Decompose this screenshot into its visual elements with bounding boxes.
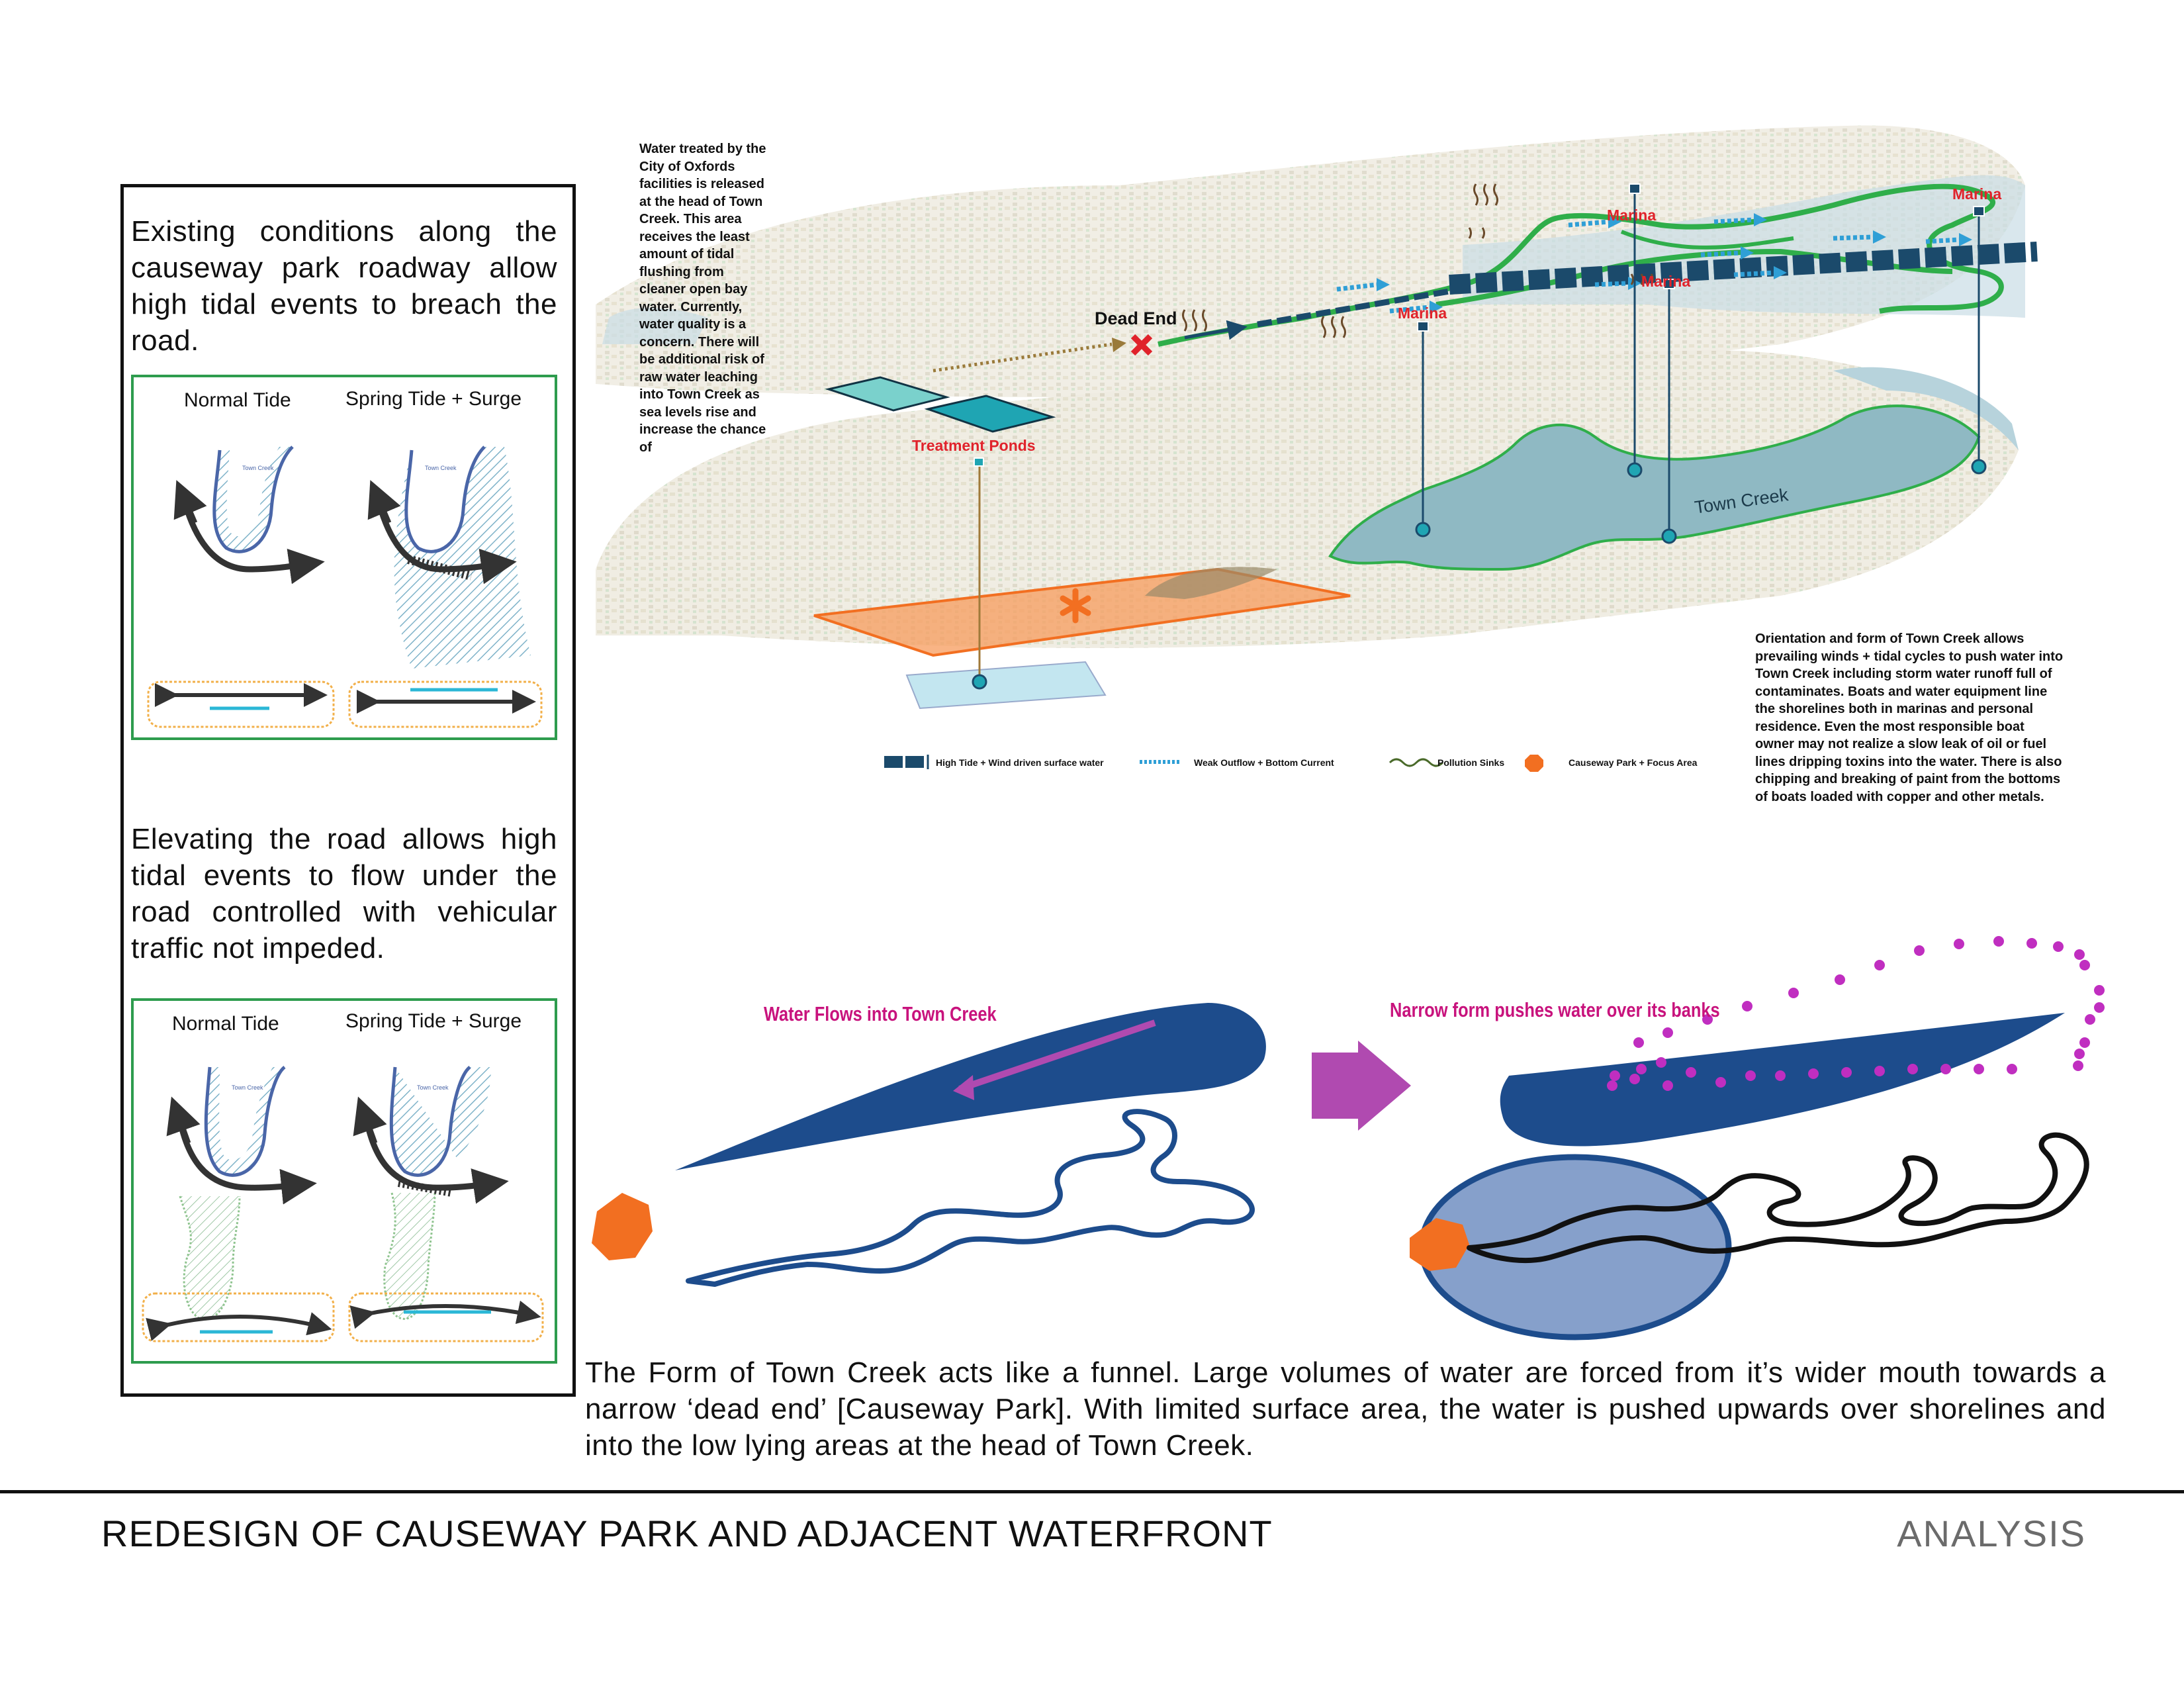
treatment-ponds-label: Treatment Ponds xyxy=(912,437,1036,454)
narrow-form-label: Narrow form pushes water over its banks xyxy=(1390,998,1720,1021)
legend-pollution-sinks: Pollution Sinks xyxy=(1437,757,1505,768)
town-creek-small-label-3: Town Creek xyxy=(232,1084,263,1091)
normal-tide-label: Normal Tide xyxy=(184,389,291,411)
orientation-note: Orientation and form of Town Creek allow… xyxy=(1755,632,2064,804)
legend-weak-outflow: Weak Outflow + Bottom Current xyxy=(1194,757,1334,768)
town-creek-small-label-4: Town Creek xyxy=(417,1084,449,1091)
legend-high-tide: High Tide + Wind driven surface water xyxy=(936,757,1104,768)
footer-rule xyxy=(0,1490,2184,1493)
town-creek-map xyxy=(596,125,2038,772)
left-panel xyxy=(120,184,576,1397)
marina-label-3: Marina xyxy=(1641,273,1691,290)
town-creek-small-label-2: Town Creek xyxy=(425,465,457,471)
funnel-diagram xyxy=(592,936,2105,1340)
treated-water-note: Water treated by the City of Oxfords fac… xyxy=(639,142,766,455)
existing-conditions-text: Existing conditions along the causeway p… xyxy=(131,215,557,357)
weak-outflow-arrows xyxy=(1336,213,1972,314)
water-flows-label: Water Flows into Town Creek xyxy=(764,1002,997,1025)
spring-tide-label: Spring Tide + Surge xyxy=(345,388,522,410)
marina-label-4: Marina xyxy=(1398,305,1447,322)
dead-end-label: Dead End xyxy=(1095,308,1177,328)
high-tide-bar xyxy=(1184,242,2038,340)
marina-label-2: Marina xyxy=(1952,185,2002,203)
elevated-tide-figure: Normal Tide Spring Tide + Surge xyxy=(131,998,557,1364)
footer-title: REDESIGN OF CAUSEWAY PARK AND ADJACENT W… xyxy=(101,1513,1273,1554)
pollution-sinks xyxy=(1182,183,1654,338)
legend-icons xyxy=(884,755,1543,772)
elevating-road-text: Elevating the road allows high tidal eve… xyxy=(131,823,557,964)
normal-tide-label-2: Normal Tide xyxy=(172,1013,279,1035)
marina-leader-lines xyxy=(978,189,1980,682)
town-creek-small-label-1: Town Creek xyxy=(242,465,274,471)
footer-section: ANALYSIS xyxy=(1897,1513,2086,1554)
dead-end-x-icon xyxy=(1130,334,1153,356)
legend-causeway-park: Causeway Park + Focus Area xyxy=(1569,757,1698,768)
spring-tide-label-2: Spring Tide + Surge xyxy=(345,1010,522,1032)
marina-label-1: Marina xyxy=(1607,207,1657,224)
existing-tide-diagram xyxy=(147,445,543,728)
overflow-dots xyxy=(1607,936,2105,1091)
existing-tide-figure: Normal Tide Spring Tide + Surge Town Cre… xyxy=(131,375,557,740)
funnel-caption: The Form of Town Creek acts like a funne… xyxy=(585,1356,2106,1462)
elevated-tide-diagram xyxy=(142,1066,544,1342)
